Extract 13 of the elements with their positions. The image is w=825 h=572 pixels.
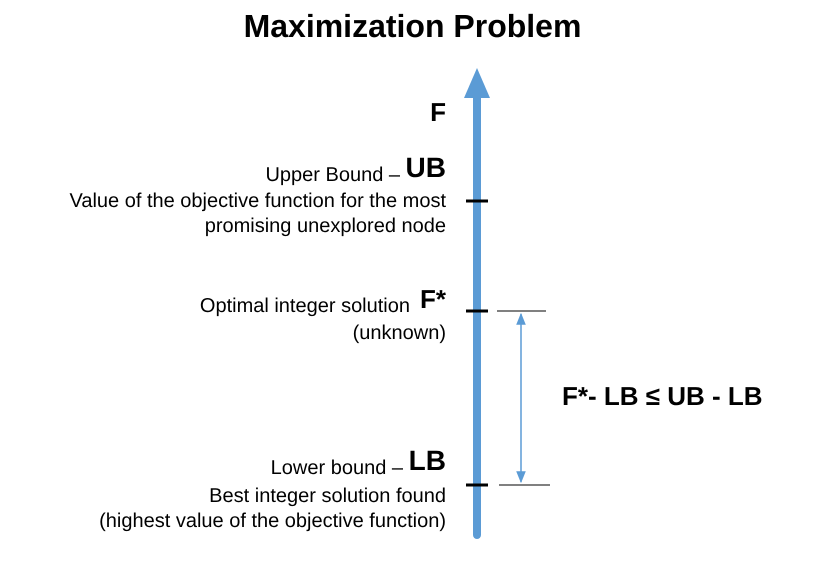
bound-label: Upper Bound – — [265, 163, 400, 188]
diagram-title: Maximization Problem — [242, 8, 582, 45]
gap-formula: F*- LB ≤ UB - LB — [562, 384, 763, 409]
bound-symbol: UB — [406, 155, 446, 180]
bound-description: Best integer solution found — [209, 484, 446, 509]
bound-description: (highest value of the objective function) — [98, 509, 446, 534]
bound-description: Value of the objective function for the most promising unexplored node — [68, 189, 446, 239]
solution-symbol: F* — [420, 287, 446, 312]
axis-label: F — [430, 100, 446, 125]
solution-note: (unknown) — [352, 321, 446, 346]
bound-symbol: LB — [408, 448, 446, 473]
solution-label: Optimal integer solution — [200, 294, 410, 319]
bound-label: Lower bound – — [270, 456, 403, 481]
